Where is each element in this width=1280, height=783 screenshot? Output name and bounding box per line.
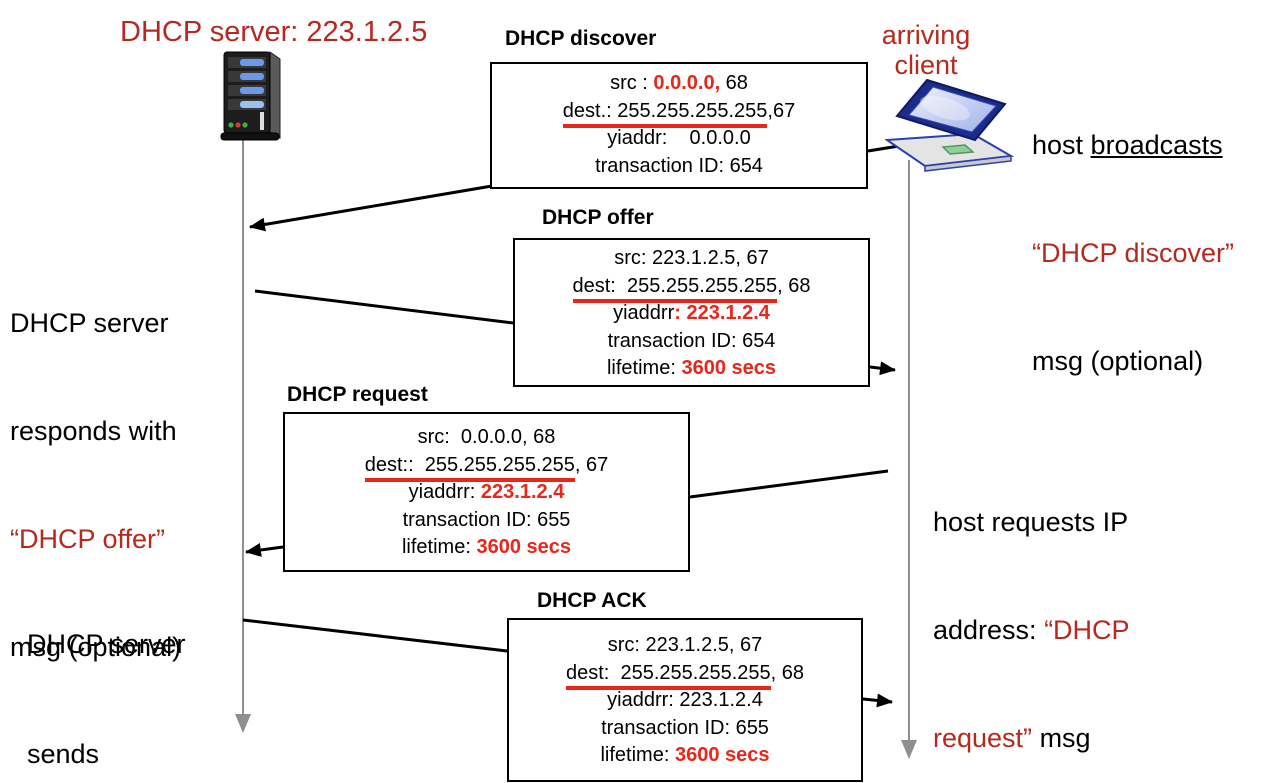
arrow-discover-right-segment	[867, 144, 900, 153]
request-dest-row: dest:: 255.255.255.255, 67	[285, 452, 688, 482]
arrow-offer-to-client	[869, 361, 896, 376]
server-tower-icon	[220, 51, 281, 141]
laptop-icon	[885, 78, 1015, 172]
note-server-offer: DHCP server responds with “DHCP offer” m…	[10, 233, 181, 737]
request-lifetime-row: lifetime: 3600 secs	[401, 536, 571, 558]
offer-transaction-row: transaction ID: 654	[607, 329, 776, 352]
note-server-ack: DHCP server sends address: “DHCP ack” ms…	[27, 553, 186, 783]
server-timeline-arrowhead	[235, 714, 251, 733]
note-line: msg (optional)	[10, 632, 182, 662]
discover-dest-row: dest.: 255.255.255.255,67	[492, 98, 866, 128]
ack-lifetime-row: lifetime: 3600 secs	[600, 744, 770, 766]
request-box-title: DHCP request	[287, 383, 428, 406]
offer-message-box: src: 223.1.2.5, 67 dest: 255.255.255.255…	[513, 238, 870, 387]
arrow-offer-left-segment	[254, 289, 514, 325]
request-yiaddr-row: yiaddrr: 223.1.2.4	[408, 481, 565, 503]
note-host-request: host requests IP address: “DHCP request”…	[933, 432, 1130, 783]
ack-dest-row: dest: 255.255.255.255, 68	[509, 660, 861, 690]
note-line: DHCP server	[27, 629, 186, 659]
ack-transaction-row: transaction ID: 655	[601, 716, 769, 739]
request-src-row: src: 0.0.0.0, 68	[417, 426, 556, 448]
discover-src-row: src : 0.0.0.0, 68	[610, 72, 748, 94]
arrow-request-to-server	[245, 543, 284, 557]
note-host-broadcasts: host broadcasts “DHCP discover” msg (opt…	[1032, 55, 1234, 451]
note-line: request” msg	[933, 723, 1091, 753]
discover-box-title: DHCP discover	[505, 27, 657, 50]
note-line: host broadcasts	[1032, 130, 1223, 160]
arrow-ack-left-segment	[242, 618, 508, 653]
ack-src-row: src: 223.1.2.5, 67	[607, 634, 763, 656]
offer-dest-row: dest: 255.255.255.255, 68	[515, 273, 868, 303]
arrow-ack-to-client	[862, 693, 893, 708]
note-line: responds with	[10, 416, 177, 446]
offer-lifetime-row: lifetime: 3600 secs	[606, 357, 776, 379]
client-timeline-arrowhead	[901, 740, 917, 759]
request-transaction-row: transaction ID: 655	[402, 508, 571, 531]
note-line: “DHCP discover”	[1032, 238, 1235, 268]
note-line: “DHCP offer”	[10, 524, 166, 554]
offer-box-title: DHCP offer	[542, 206, 654, 229]
offer-src-row: src: 223.1.2.5, 67	[614, 247, 769, 269]
discover-message-box: src : 0.0.0.0, 68 dest.: 255.255.255.255…	[490, 62, 868, 189]
ack-message-box: src: 223.1.2.5, 67 dest: 255.255.255.255…	[507, 618, 863, 782]
discover-transaction-row: transaction ID: 654	[595, 154, 763, 177]
arrow-request-right-segment	[689, 469, 889, 499]
note-line: sends	[27, 738, 100, 769]
note-line: DHCP server	[10, 308, 169, 338]
note-line: host requests IP	[933, 507, 1129, 537]
server-label: DHCP server: 223.1.2.5	[120, 16, 428, 48]
arrow-discover-to-server	[249, 184, 493, 232]
note-line: msg (optional)	[1032, 346, 1204, 376]
ack-yiaddr-row: yiaddrr: 223.1.2.4	[607, 689, 763, 711]
ack-box-title: DHCP ACK	[537, 589, 647, 612]
note-line: address: “DHCP	[933, 615, 1130, 645]
discover-yiaddr-row: yiaddr: 0.0.0.0	[607, 127, 751, 149]
request-message-box: src: 0.0.0.0, 68 dest:: 255.255.255.255,…	[283, 412, 690, 572]
offer-yiaddr-row: yiaddrr: 223.1.2.4	[613, 302, 770, 324]
